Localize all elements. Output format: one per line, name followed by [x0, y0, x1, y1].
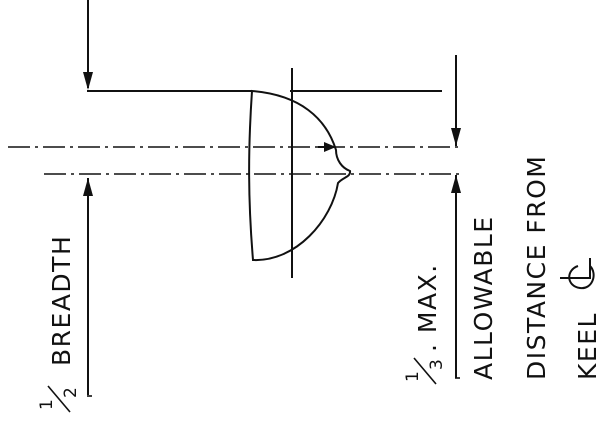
allowable-text: ALLOWABLE [469, 215, 498, 380]
breadth-label: 1 2 BREADTH [37, 235, 81, 413]
third-numerator: 1 [403, 371, 423, 382]
breadth-text: BREADTH [47, 235, 76, 366]
half-denominator: 2 [61, 387, 81, 398]
distance-from-text: DISTANCE FROM [522, 155, 551, 380]
allowable-arrowhead-up [451, 175, 461, 193]
third-denominator: 3 [427, 359, 447, 370]
half-fraction-bar [47, 385, 71, 413]
breadth-arrowhead-up [83, 178, 93, 196]
center-pointer-arrowhead [324, 142, 336, 152]
keel-text: KEEL [573, 312, 602, 380]
third-fraction-bar [413, 357, 437, 385]
breadth-arrowhead-down [83, 72, 93, 90]
max-text: . MAX. [413, 263, 442, 352]
allowable-arrowhead-down [451, 128, 461, 146]
section-profile-outline [248, 89, 352, 262]
max-label: 1 3 . MAX. [403, 263, 447, 385]
half-numerator: 1 [37, 399, 57, 410]
centerline-icon [560, 258, 595, 290]
